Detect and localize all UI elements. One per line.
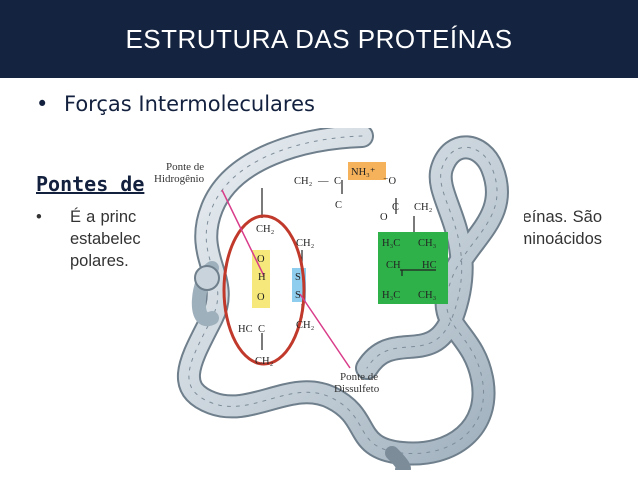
chem-o-bottom: O bbox=[380, 212, 388, 223]
page-title: ESTRUTURA DAS PROTEÍNAS bbox=[125, 24, 513, 54]
chem-ch2-mid: CH₂ bbox=[296, 238, 315, 249]
chem-ch3-2: CH₃ bbox=[418, 290, 437, 301]
bullet-forcas: • Forças Intermoleculares bbox=[36, 92, 315, 116]
chem-ch2-mid2: CH₂ bbox=[296, 320, 315, 331]
chem-ch2-right: CH₂ bbox=[414, 202, 433, 213]
chem-dash: — bbox=[317, 176, 329, 187]
chem-hc: HC bbox=[238, 324, 253, 335]
label-hidrogenio-2: Hidrogênio bbox=[154, 173, 205, 185]
pointer-hidrogenio bbox=[221, 189, 265, 277]
protein-structure-figure: Ponte de Hidrogênio Ponte de Dissulfeto … bbox=[152, 128, 524, 470]
chem-s1: S bbox=[295, 272, 301, 283]
highlight-ring bbox=[222, 214, 306, 366]
label-hidrogenio-1: Ponte de bbox=[166, 161, 204, 173]
chem-nh3: NH₃⁺ bbox=[351, 167, 376, 178]
chem-s2: S bbox=[295, 290, 301, 301]
bullet-text: Forças Intermoleculares bbox=[64, 92, 315, 116]
label-dissulfeto-2: Dissulfeto bbox=[334, 383, 380, 395]
protein-ribbon bbox=[176, 128, 509, 470]
hydrophobic-box bbox=[378, 232, 448, 304]
chem-ch3-1: CH₃ bbox=[418, 238, 437, 249]
chem-hc2: HC bbox=[422, 260, 437, 271]
pointer-dissulfeto bbox=[299, 293, 351, 369]
chem-o-minus: ⁻O bbox=[383, 176, 397, 187]
title-bar: ESTRUTURA DAS PROTEÍNAS bbox=[0, 0, 638, 78]
chem-c-under: C bbox=[335, 200, 342, 211]
chem-c-top: C bbox=[334, 176, 341, 187]
chem-ch2-left: CH₂ bbox=[256, 224, 275, 235]
paragraph-bullet-dot: • bbox=[36, 208, 42, 226]
chem-ch2-top: CH₂ bbox=[294, 176, 313, 187]
chem-h3c-1: H₃C bbox=[382, 238, 400, 249]
chem-o2: O bbox=[257, 292, 265, 303]
ionic-box bbox=[348, 162, 386, 180]
chem-o1: O bbox=[257, 254, 265, 265]
hydrogen-bond-box bbox=[252, 250, 270, 308]
section-heading: Pontes de bbox=[36, 172, 145, 196]
chem-ch: CH bbox=[386, 260, 401, 271]
chem-c-bottom: C bbox=[258, 324, 265, 335]
paragraph-text: É a princ teínas. São estabelec minoácid… bbox=[70, 208, 602, 270]
chem-ch2-bottom: CH₂ bbox=[255, 356, 274, 367]
label-dissulfeto-1: Ponte de bbox=[340, 371, 378, 383]
chem-c-right: C bbox=[392, 202, 399, 213]
protein-diagram-svg: Ponte de Hidrogênio Ponte de Dissulfeto … bbox=[152, 128, 524, 470]
bullet-dot: • bbox=[36, 92, 49, 116]
chem-h3c-2: H₃C bbox=[382, 290, 400, 301]
chem-h: H bbox=[258, 272, 266, 283]
